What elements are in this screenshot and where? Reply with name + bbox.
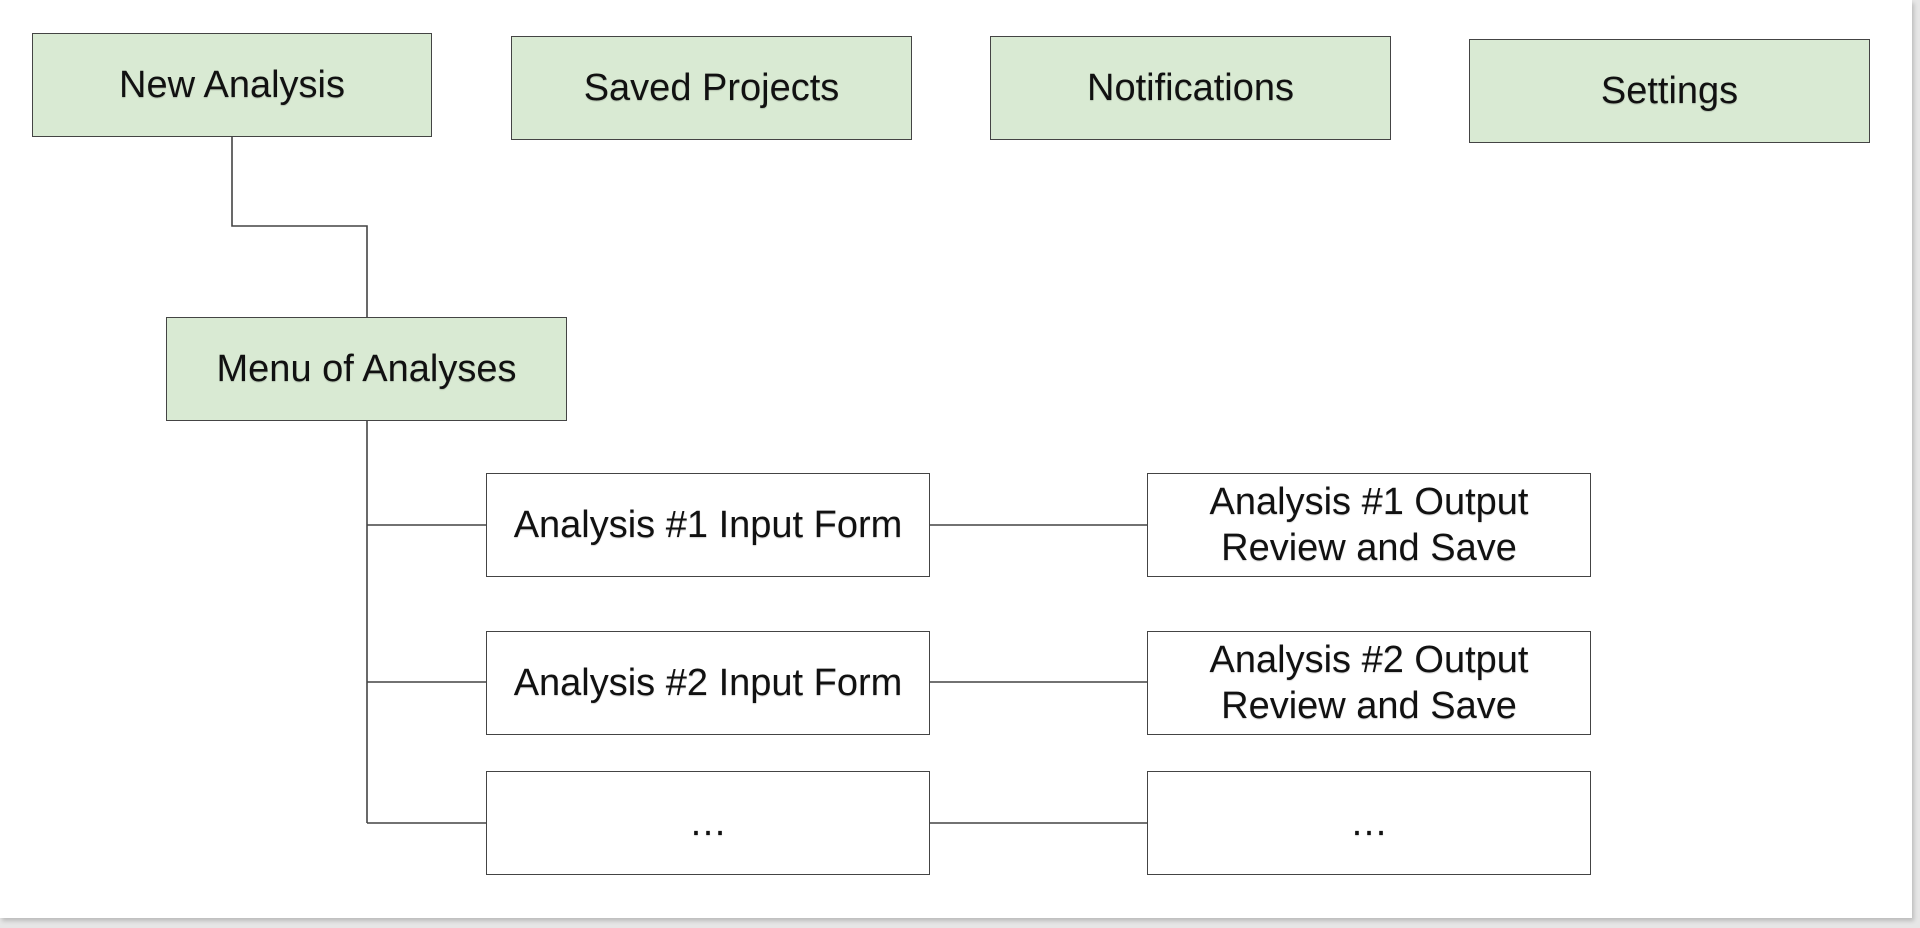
node-more-input-forms: … <box>486 771 930 875</box>
node-analysis1-output-review: Analysis #1 Output Review and Save <box>1147 473 1591 577</box>
node-menu-of-analyses: Menu of Analyses <box>166 317 567 421</box>
node-saved-projects: Saved Projects <box>511 36 912 140</box>
node-more-output-reviews: … <box>1147 771 1591 875</box>
node-analysis2-input-form: Analysis #2 Input Form <box>486 631 930 735</box>
node-analysis1-input-form: Analysis #1 Input Form <box>486 473 930 577</box>
node-analysis2-output-review: Analysis #2 Output Review and Save <box>1147 631 1591 735</box>
node-notifications: Notifications <box>990 36 1391 140</box>
node-settings: Settings <box>1469 39 1870 143</box>
node-new-analysis: New Analysis <box>32 33 432 137</box>
